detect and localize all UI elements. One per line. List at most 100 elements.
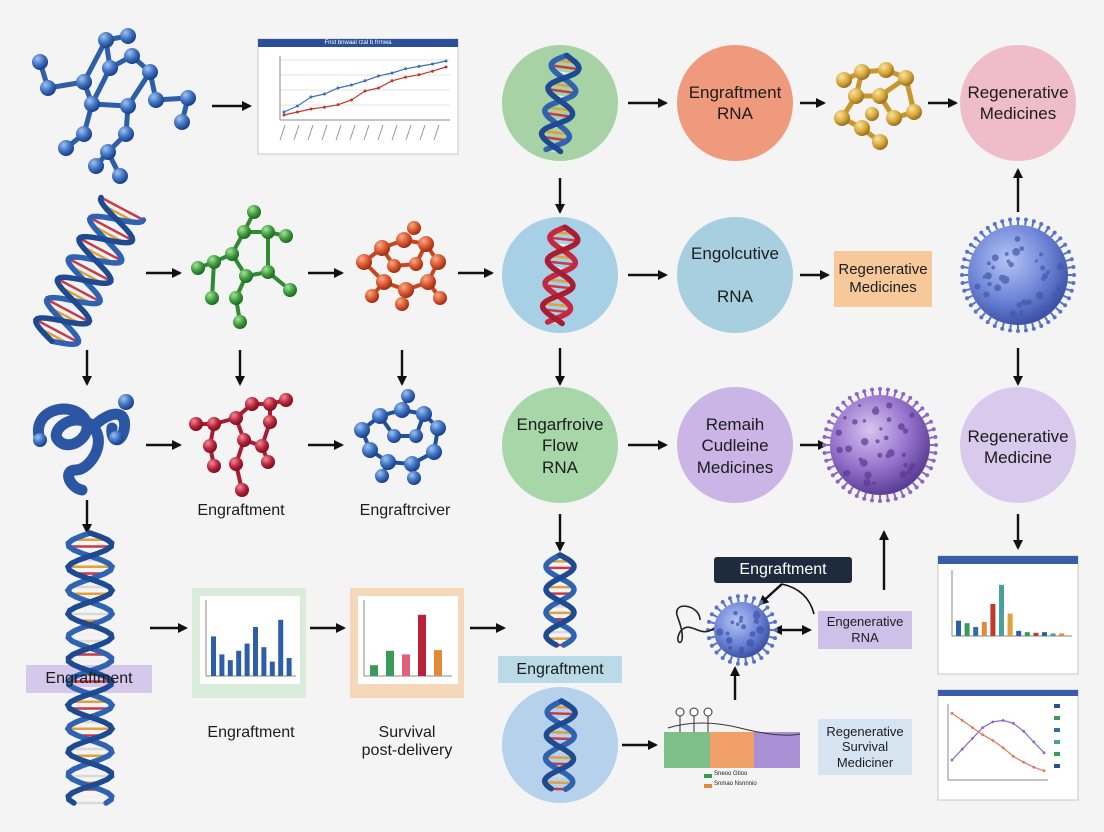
right-chart-series-line xyxy=(951,712,1045,772)
cell-dot xyxy=(1034,259,1038,263)
cell-dot xyxy=(863,479,871,487)
top-chart-point xyxy=(377,74,380,78)
cell-spike-tip xyxy=(827,419,832,424)
tag-engraftment-center: Engraftment xyxy=(516,660,604,678)
cell-dot xyxy=(886,417,892,423)
cell-dot xyxy=(1004,252,1009,256)
cell-spike-tip xyxy=(914,400,919,405)
cell-spike-tip xyxy=(1046,320,1051,325)
helix-rung xyxy=(545,284,572,290)
cell-spike-tip xyxy=(1069,288,1074,293)
sequence-strip xyxy=(664,707,801,788)
right-chart-point xyxy=(950,711,954,715)
top-chart-point xyxy=(350,98,353,102)
top-chart-point xyxy=(282,113,286,117)
cell-spike-tip xyxy=(830,412,835,417)
cell-spike-tip xyxy=(1000,326,1005,331)
cell-spike-tip xyxy=(835,406,840,411)
cell-dot xyxy=(740,624,747,630)
top-chart-point xyxy=(404,75,407,79)
survival-box xyxy=(818,719,912,775)
dna-helix-bottom-circle xyxy=(541,698,578,792)
cell-dot xyxy=(906,469,912,475)
cell-spike-tip xyxy=(822,435,827,440)
helix-strand xyxy=(542,224,579,325)
helix-rung xyxy=(551,64,580,71)
cell-spike-tip xyxy=(920,479,925,484)
cell-spike-tip xyxy=(925,412,930,417)
molecule-green xyxy=(191,205,297,329)
cell-spike-tip xyxy=(770,612,775,617)
chart-bar xyxy=(286,658,292,676)
node-engraftment-rna: Engraftment RNA xyxy=(688,82,782,123)
cell-dot xyxy=(875,439,880,444)
cell-spike-tip xyxy=(901,493,906,498)
chart-bar xyxy=(1007,613,1013,636)
cell-dot xyxy=(879,427,883,431)
cell-spike-tip xyxy=(1052,230,1057,235)
cell-spike-tip xyxy=(822,450,827,455)
top-chart-point xyxy=(350,83,353,87)
top-chart-point xyxy=(296,104,299,108)
cell-dot xyxy=(1035,291,1044,300)
cell-dot xyxy=(728,646,733,651)
chart-bar xyxy=(964,623,970,636)
cell-spike-tip xyxy=(847,490,852,495)
cell-dot xyxy=(852,419,858,425)
helix-rung xyxy=(545,111,572,118)
cell-dot xyxy=(725,636,733,644)
node-regenerative-medicines-top: Regenerative Medicines xyxy=(967,82,1069,123)
cell-spike-tip xyxy=(920,406,925,411)
dna-helix-diagonal xyxy=(33,194,147,347)
medicines-circle-top xyxy=(960,45,1076,161)
tag-engraftment-left: Engraftment xyxy=(45,670,133,688)
top-chart-point xyxy=(296,110,299,114)
remaih-circle xyxy=(677,387,793,503)
node-engraftment-dark: Engraftment xyxy=(739,561,827,579)
cell-dot xyxy=(861,437,869,446)
caption-engraftment-1: Engraftment xyxy=(197,502,285,519)
cell-spike-tip xyxy=(928,466,933,471)
cell-spike-tip xyxy=(960,273,964,277)
chart-bar xyxy=(227,660,233,676)
top-chart-point xyxy=(431,69,434,73)
right-chart-point xyxy=(960,719,964,722)
cell-spike-tip xyxy=(973,236,978,241)
top-chart-point xyxy=(377,86,380,90)
top-chart-point xyxy=(363,79,367,83)
helix-rung xyxy=(543,302,571,308)
chart-bar xyxy=(1059,633,1065,636)
right-chart-point xyxy=(950,758,954,762)
chart-bar xyxy=(211,636,216,676)
cell-spike-tip xyxy=(735,661,740,666)
helix-strand xyxy=(539,224,581,327)
cell-spike-tip xyxy=(893,389,898,394)
cell-spike-tip xyxy=(968,242,973,247)
cell-spike-tip xyxy=(752,596,757,601)
cell-dot xyxy=(858,404,862,408)
cell-dot xyxy=(1012,247,1021,256)
cell-dot xyxy=(984,272,992,280)
cell-dot xyxy=(1042,273,1048,280)
cell-blue-large xyxy=(960,217,1076,333)
right-chart-point xyxy=(1042,751,1046,755)
chart-bar xyxy=(1033,632,1039,636)
bar-chart-green xyxy=(192,588,306,698)
helix-rung xyxy=(545,755,574,760)
cell-spike-tip xyxy=(1039,323,1044,328)
helix-rung xyxy=(35,318,79,344)
right-chart-point xyxy=(1011,721,1015,725)
engraftment-center-tag xyxy=(498,656,622,683)
cell-spike-tip xyxy=(720,600,725,605)
cell-spike-tip xyxy=(1008,217,1013,222)
chart-bar xyxy=(370,665,378,676)
cell-spike-tip xyxy=(908,395,913,400)
helix-strand xyxy=(542,698,578,792)
cell-spike-tip xyxy=(759,600,764,605)
molecule-blue-mid xyxy=(354,389,446,485)
cell-spike-tip xyxy=(1066,249,1071,254)
helix-rung xyxy=(546,105,572,112)
cell-spike-tip xyxy=(759,655,764,660)
cell-dot xyxy=(877,452,883,458)
